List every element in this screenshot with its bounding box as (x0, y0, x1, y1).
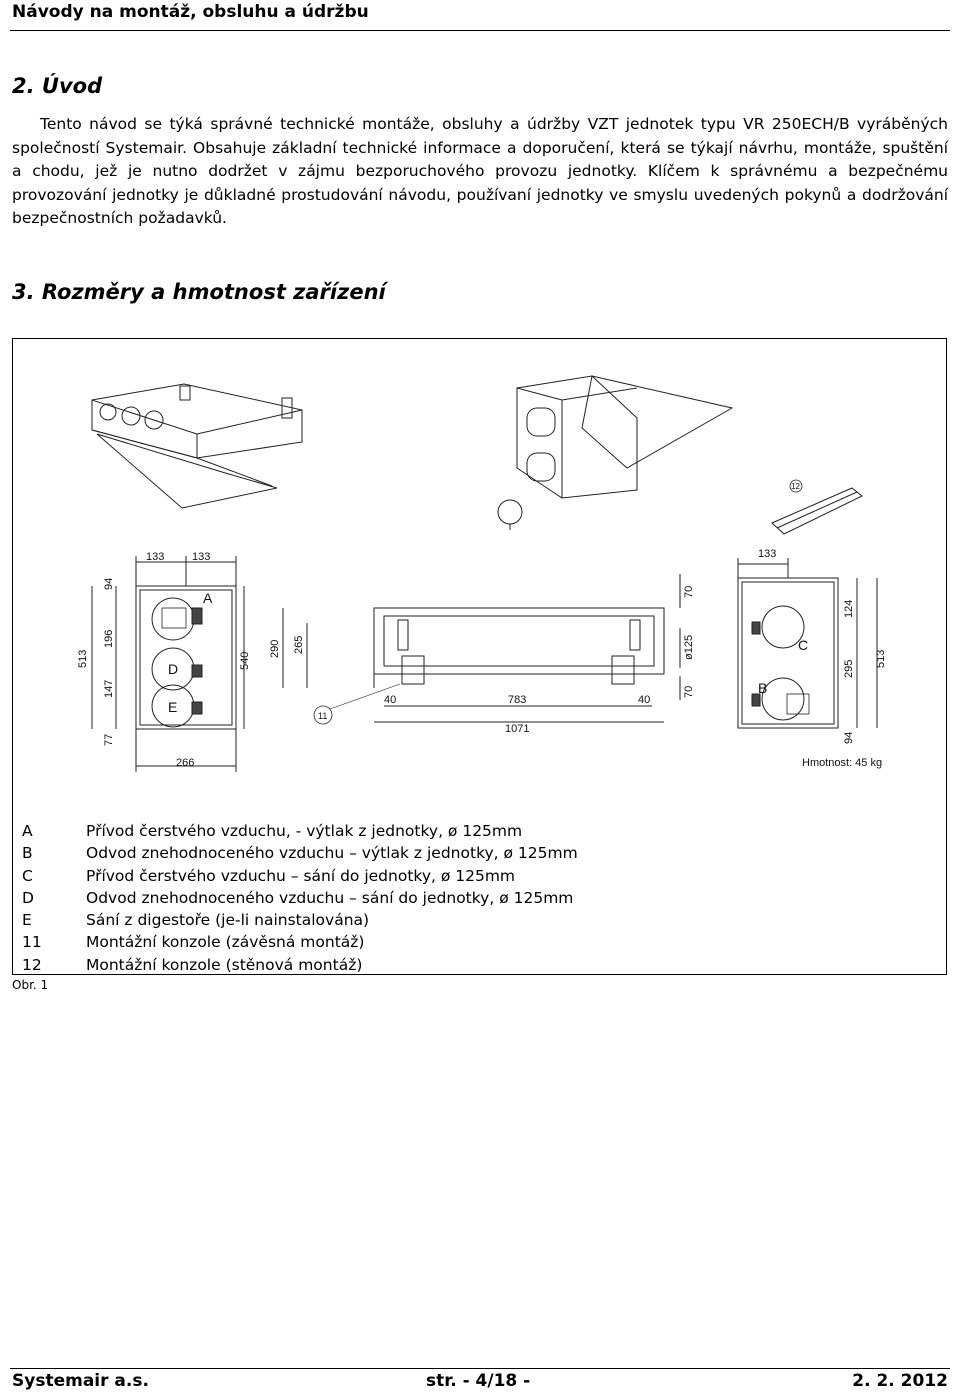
side-dim-70-top: 70 (683, 586, 695, 598)
rear-dim-513: 513 (875, 650, 887, 668)
front-left-dim-94: 94 (103, 578, 115, 590)
intro-text: Tento návod se týká správné technické mo… (12, 115, 948, 227)
legend-text: Montážní konzole (stěnová montáž) (86, 955, 363, 974)
legend-key: B (22, 844, 33, 863)
legend-key: A (22, 822, 33, 840)
legend-text: Odvod znehodnoceného vzduchu – sání do j… (86, 888, 574, 907)
front-left-dim-196: 196 (103, 630, 115, 648)
front-bottom-dim-266: 266 (176, 757, 194, 769)
side-dim-1071: 1071 (505, 723, 529, 735)
dimension-drawing: 133 133 513 94 196 147 77 540 266 A D E … (77, 375, 887, 772)
legend-key: D (22, 888, 34, 907)
legend-key: C (22, 866, 33, 885)
legend-text: Odvod znehodnoceného vzduchu – výtlak z … (86, 844, 578, 863)
footer-company: Systemair a.s. (12, 1371, 149, 1391)
rear-dim-295: 295 (843, 660, 855, 678)
figure-legend: A Přívod čerstvého vzduchu, - výtlak z je… (22, 820, 578, 976)
legend-key: E (22, 911, 32, 930)
legend-item: B Odvod znehodnoceného vzduchu – výtlak z… (22, 842, 578, 864)
side-dim-265: 265 (293, 636, 305, 654)
rear-dim-124: 124 (843, 600, 855, 618)
isometric-unit-wall-drawing (497, 375, 863, 535)
front-left-dim-513: 513 (77, 650, 89, 668)
section-heading-intro: 2. Úvod (12, 74, 103, 98)
legend-text: Přívod čerstvého vzduchu, - výtlak z jed… (86, 822, 523, 840)
weight-label: Hmotnost: 45 kg (802, 757, 882, 769)
front-left-dim-147: 147 (103, 680, 115, 698)
port-label-e: E (168, 699, 177, 715)
side-dim-70-bottom: 70 (683, 686, 695, 698)
figure-caption: Obr. 1 (12, 978, 49, 992)
legend-item: 12 Montážní konzole (stěnová montáž) (22, 954, 578, 976)
side-dim-290: 290 (269, 640, 281, 658)
intro-paragraph: Tento návod se týká správné technické mo… (12, 113, 948, 231)
port-label-c: C (798, 637, 808, 653)
legend-key: 11 (22, 933, 42, 952)
document-header-title: Návody na montáž, obsluhu a údržbu (12, 2, 369, 22)
legend-key: 12 (22, 955, 42, 974)
side-dim-40-right: 40 (638, 694, 650, 706)
side-dim-40-left: 40 (384, 694, 396, 706)
port-label-d: D (168, 661, 178, 677)
legend-item: C Přívod čerstvého vzduchu – sání do jedn… (22, 865, 578, 887)
header-divider (10, 30, 950, 31)
front-left-dim-77: 77 (103, 734, 115, 746)
rear-top-dim-133: 133 (758, 548, 776, 560)
footer-divider (10, 1368, 950, 1369)
side-dim-783: 783 (508, 694, 526, 706)
isometric-unit-drawing (91, 383, 303, 509)
side-dim-diameter: ø125 (683, 635, 695, 660)
front-right-dim-540: 540 (239, 652, 251, 670)
side-view-drawing (282, 574, 681, 725)
front-view-drawing (91, 556, 245, 772)
callout-11: 11 (318, 711, 327, 721)
legend-text: Přívod čerstvého vzduchu – sání do jedno… (86, 866, 516, 885)
section-heading-dimensions: 3. Rozměry a hmotnost zařízení (12, 280, 386, 304)
legend-item: E Sání z digestoře (je-li nainstalována) (22, 909, 578, 931)
front-top-dim-2: 133 (192, 551, 210, 563)
footer-page-number: str. - 4/18 - (426, 1371, 531, 1391)
legend-text: Montážní konzole (závěsná montáž) (86, 933, 365, 952)
footer-date: 2. 2. 2012 (852, 1371, 948, 1391)
port-label-a: A (203, 590, 213, 606)
legend-item: A Přívod čerstvého vzduchu, - výtlak z je… (22, 820, 578, 842)
rear-dim-94: 94 (843, 732, 855, 744)
port-label-b: B (758, 680, 767, 696)
legend-text: Sání z digestoře (je-li nainstalována) (86, 911, 370, 930)
callout-12: 12 (791, 482, 800, 491)
rear-view-drawing (737, 558, 878, 729)
figure-frame (12, 338, 947, 975)
front-top-dim-1: 133 (146, 551, 164, 563)
legend-item: D Odvod znehodnoceného vzduchu – sání do … (22, 887, 578, 909)
legend-item: 11 Montážní konzole (závěsná montáž) (22, 931, 578, 953)
